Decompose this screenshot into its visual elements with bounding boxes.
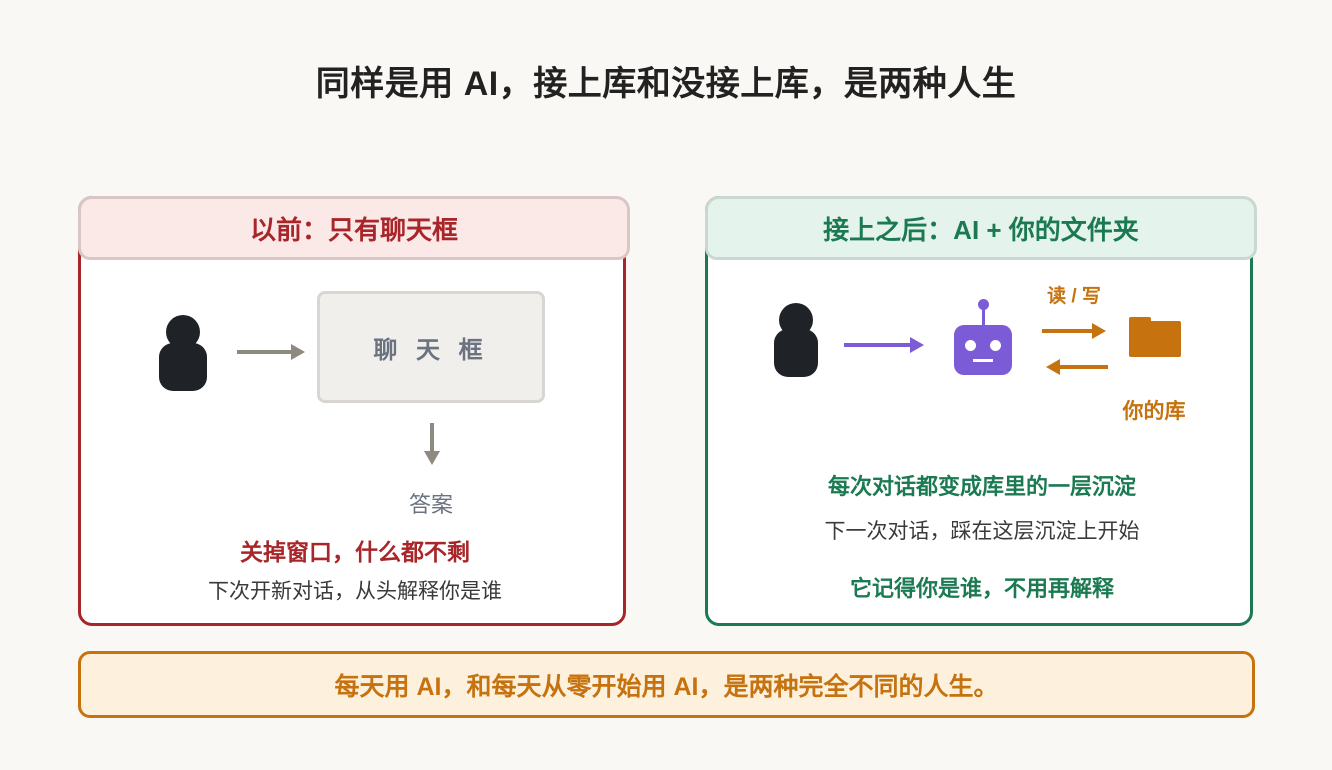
after-panel-header: 接上之后：AI + 你的文件夹: [705, 196, 1257, 260]
page-title: 同样是用 AI，接上库和没接上库，是两种人生: [315, 65, 1017, 103]
footer-banner: 每天用 AI，和每天从零开始用 AI，是两种完全不同的人生。: [78, 651, 1255, 718]
before-panel: 以前：只有聊天框 聊 天 框 答案 关掉窗口，什么都不剩 下次开新对话，从头解释…: [78, 196, 630, 626]
chatbox: 聊 天 框: [317, 291, 545, 403]
answer-label: 答案: [408, 492, 453, 517]
before-summary: 关掉窗口，什么都不剩: [240, 539, 470, 565]
read-write-label: 读 / 写: [1047, 286, 1101, 307]
library-label: 你的库: [1122, 400, 1186, 423]
after-detail: 下一次对话，踩在这层沉淀上开始: [824, 520, 1140, 543]
before-panel-header: 以前：只有聊天框: [78, 196, 630, 260]
robot-icon: [954, 299, 1012, 379]
after-conclusion: 它记得你是谁，不用再解释: [849, 576, 1114, 601]
after-panel: 接上之后：AI + 你的文件夹 读 / 写 你的库 每次对话都变成库里的一层沉淀…: [705, 196, 1257, 626]
folder-icon: [1129, 317, 1181, 357]
arrow-down-icon: [424, 423, 440, 465]
after-summary: 每次对话都变成库里的一层沉淀: [827, 474, 1136, 499]
arrow-right-icon: [844, 337, 924, 353]
two-way-arrow-icon: [1042, 323, 1108, 375]
arrow-right-icon: [237, 344, 305, 360]
before-detail: 下次开新对话，从头解释你是谁: [208, 580, 502, 603]
